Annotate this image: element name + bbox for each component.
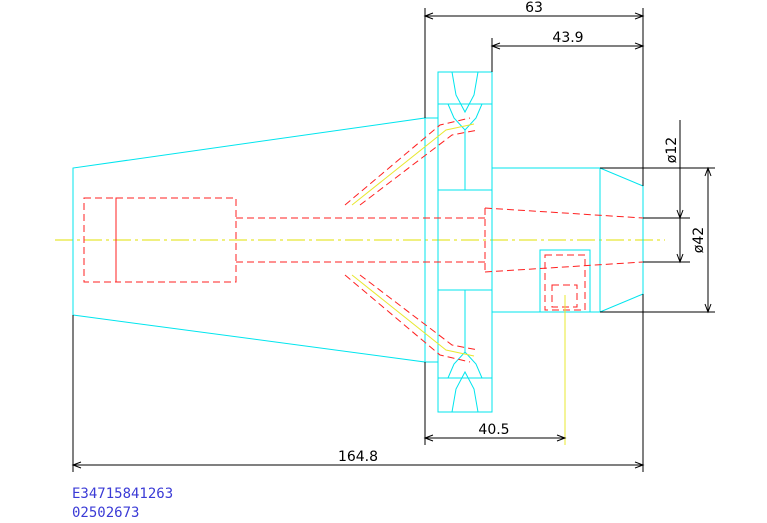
flange-outline — [425, 71, 493, 413]
dimension-43-9-label: 43.9 — [552, 30, 583, 46]
part-code-line-1: E34715841263 — [72, 486, 174, 502]
dimension-40-5: 40.5 — [423, 362, 567, 445]
dimension-43-9: 43.9 — [490, 30, 645, 72]
dimension-164-8: 164.8 — [71, 294, 645, 472]
dimension-164-8-label: 164.8 — [338, 449, 378, 465]
part-code-line-2: 02502673 — [72, 505, 140, 521]
dimension-dia-12-label: ø12 — [664, 137, 680, 163]
dimension-63: 63 — [423, 0, 645, 186]
dimension-40-5-label: 40.5 — [478, 422, 509, 438]
dimension-dia-12: ø12 — [600, 120, 690, 264]
dimension-dia-42: ø42 — [600, 166, 715, 314]
dimension-dia-42-label: ø42 — [691, 227, 707, 253]
dimension-63-label: 63 — [525, 0, 543, 16]
hidden-bore — [83, 117, 644, 363]
thread-lines — [351, 123, 566, 445]
